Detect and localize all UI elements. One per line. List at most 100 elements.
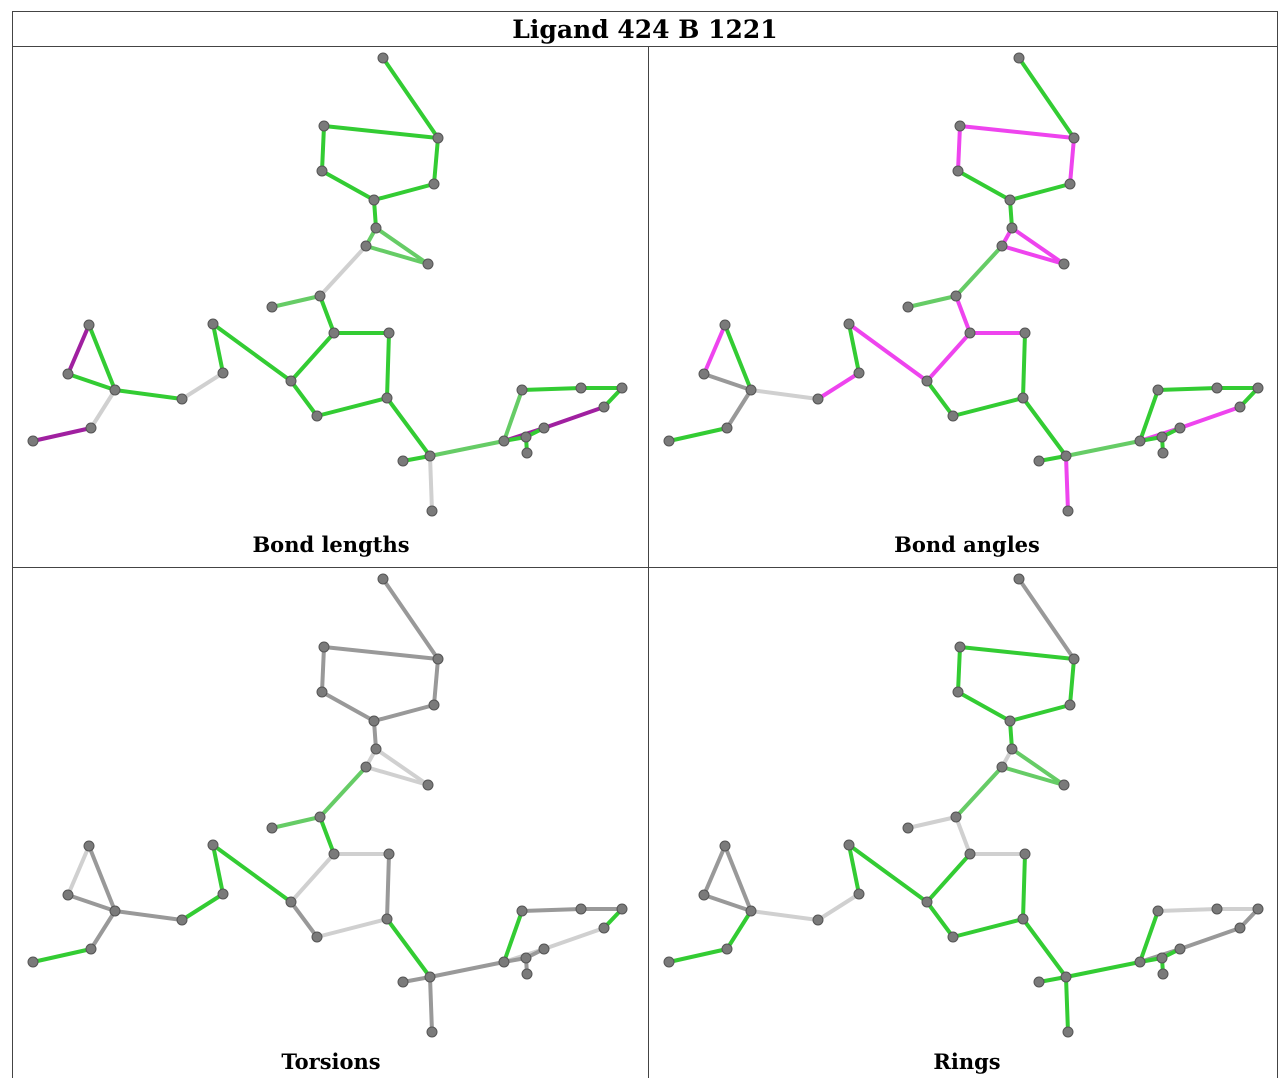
bond	[211, 843, 225, 896]
bond	[956, 169, 1012, 202]
atom	[62, 368, 74, 380]
atom	[698, 889, 710, 901]
bond	[318, 765, 368, 819]
bond	[87, 323, 117, 392]
bond	[702, 844, 727, 897]
atom	[85, 943, 97, 955]
bond	[381, 56, 440, 140]
panel-bond-lengths: Bond lengths	[14, 48, 648, 557]
panel-caption: Torsions	[281, 1049, 381, 1074]
bond	[1017, 56, 1076, 140]
bond	[66, 323, 91, 376]
atom	[498, 956, 510, 968]
atom	[947, 410, 959, 422]
bond	[1068, 657, 1076, 707]
bond	[87, 844, 117, 913]
atom	[954, 120, 966, 132]
atom	[1019, 848, 1031, 860]
atom	[1068, 653, 1080, 665]
atom	[719, 319, 731, 331]
atom	[538, 943, 550, 955]
bond	[847, 322, 929, 383]
bond	[1064, 454, 1070, 513]
atom	[1004, 715, 1016, 727]
bond	[270, 294, 322, 309]
atom	[377, 573, 389, 585]
bond	[385, 331, 391, 400]
atom	[1174, 943, 1186, 955]
bond	[89, 909, 117, 951]
atom	[285, 375, 297, 387]
bond	[1000, 244, 1066, 266]
bond	[667, 426, 729, 443]
atom	[1060, 450, 1072, 462]
bond	[315, 917, 389, 939]
bond	[318, 815, 336, 856]
atom	[370, 743, 382, 755]
atom	[964, 848, 976, 860]
atom	[719, 840, 731, 852]
atom	[370, 222, 382, 234]
atom	[1013, 52, 1025, 64]
atom	[328, 848, 340, 860]
bond	[211, 322, 225, 375]
bond	[31, 947, 93, 964]
atom	[996, 761, 1008, 773]
atom	[1006, 222, 1018, 234]
bond	[1068, 136, 1076, 186]
atom	[266, 301, 278, 313]
atom	[314, 290, 326, 302]
bond	[816, 892, 861, 922]
atom	[176, 393, 188, 405]
bond	[320, 124, 326, 173]
atom	[1060, 971, 1072, 983]
bond	[1064, 960, 1142, 979]
bond	[1064, 439, 1142, 458]
bond	[374, 747, 430, 787]
bond	[89, 388, 117, 430]
panel-torsions: Torsions	[14, 569, 648, 1074]
atom	[1157, 968, 1169, 980]
atom	[964, 327, 976, 339]
atom	[397, 976, 409, 988]
atom	[520, 952, 532, 964]
bond	[1138, 909, 1160, 964]
bond	[951, 396, 1025, 418]
atom	[1062, 1026, 1074, 1038]
atom	[954, 641, 966, 653]
bond	[847, 843, 861, 896]
atom	[1006, 743, 1018, 755]
atom	[1156, 952, 1168, 964]
atom	[1211, 382, 1223, 394]
atom	[950, 290, 962, 302]
bond	[1138, 388, 1160, 443]
atom	[996, 240, 1008, 252]
bond	[725, 388, 753, 430]
panel-rings: Rings	[650, 569, 1278, 1074]
bond	[1000, 765, 1066, 787]
bond	[374, 226, 430, 266]
bond	[954, 294, 972, 335]
bond	[432, 136, 440, 186]
bond	[1021, 917, 1068, 979]
atom	[318, 641, 330, 653]
bond	[954, 765, 1004, 819]
atom	[1152, 905, 1164, 917]
atom	[1017, 913, 1029, 925]
atom	[1013, 573, 1025, 585]
atom	[721, 422, 733, 434]
bond	[951, 917, 1025, 939]
bond	[906, 815, 958, 830]
atom	[83, 840, 95, 852]
atom	[397, 455, 409, 467]
atom	[843, 839, 855, 851]
atom	[1152, 384, 1164, 396]
bond	[322, 645, 440, 661]
atom	[1211, 903, 1223, 915]
bond	[502, 909, 524, 964]
bond	[542, 926, 606, 951]
bond	[289, 331, 336, 383]
atom	[902, 301, 914, 313]
atom	[328, 327, 340, 339]
atom	[85, 422, 97, 434]
